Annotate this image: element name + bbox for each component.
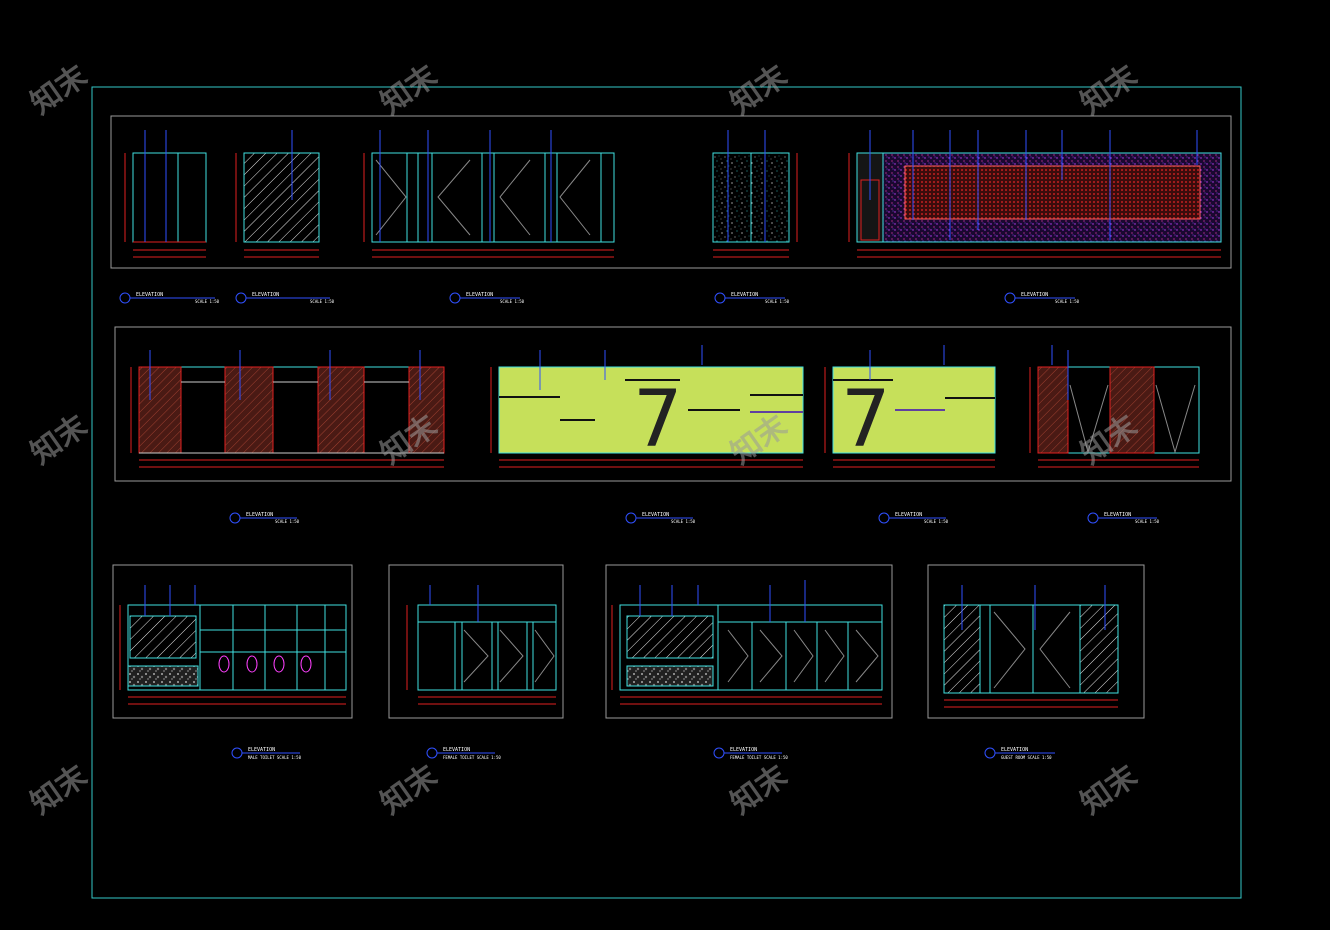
elevation-24 xyxy=(605,564,893,719)
row2-titles: ELEVATION SCALE 1:50 ELEVATION SCALE 1:5… xyxy=(229,512,1160,524)
elevation-16 xyxy=(712,130,798,258)
title-16: ELEVATION SCALE 1:50 xyxy=(714,292,790,304)
row1-panel xyxy=(110,115,1232,269)
title-13-sub: SCALE 1:50 xyxy=(195,299,220,304)
title-24-text: ELEVATION xyxy=(730,747,757,753)
title-24: ELEVATION FEMALE TOILET SCALE 1:50 xyxy=(713,747,788,760)
title-20-text: ELEVATION xyxy=(895,512,922,518)
elevation-25 xyxy=(927,564,1145,719)
title-18-text: ELEVATION xyxy=(246,512,273,518)
title-23: ELEVATION FEMALE TOILET SCALE 1:50 xyxy=(426,747,501,760)
title-15: ELEVATION SCALE 1:50 xyxy=(449,292,525,304)
elevation-18 xyxy=(130,350,445,468)
watermark: 知末 xyxy=(725,758,794,821)
watermark: 知末 xyxy=(25,758,94,821)
watermark: 知末 xyxy=(375,758,444,821)
elevation-17 xyxy=(848,130,1222,258)
sheet-border xyxy=(91,86,1242,899)
big-number-20: 7 xyxy=(841,375,891,465)
title-25: ELEVATION GUEST ROOM SCALE 1:50 xyxy=(984,747,1055,760)
elevation-14 xyxy=(235,130,320,258)
elevation-13 xyxy=(124,130,207,258)
title-20-sub: SCALE 1:50 xyxy=(924,519,949,524)
title-15-sub: SCALE 1:50 xyxy=(500,299,525,304)
row2-panel xyxy=(114,326,1232,482)
title-21-text: ELEVATION xyxy=(1104,512,1131,518)
title-18-sub: SCALE 1:50 xyxy=(275,519,300,524)
title-24-sub: FEMALE TOILET SCALE 1:50 xyxy=(730,755,788,760)
title-25-sub: GUEST ROOM SCALE 1:50 xyxy=(1001,755,1052,760)
title-17-text: ELEVATION xyxy=(1021,292,1048,298)
title-23-sub: FEMALE TOILET SCALE 1:50 xyxy=(443,755,501,760)
title-19-sub: SCALE 1:50 xyxy=(671,519,696,524)
title-13: ELEVATION SCALE 1:50 xyxy=(119,292,220,304)
title-15-text: ELEVATION xyxy=(466,292,493,298)
title-22-sub: MALE TOILET SCALE 1:50 xyxy=(248,755,302,760)
watermark: 知末 xyxy=(25,58,94,121)
row3-titles: ELEVATION MALE TOILET SCALE 1:50 ELEVATI… xyxy=(231,747,1055,760)
watermark: 知末 xyxy=(25,408,94,471)
title-19-text: ELEVATION xyxy=(642,512,669,518)
elevation-23 xyxy=(388,564,564,719)
row1-titles: ELEVATION SCALE 1:50 ELEVATION SCALE 1:5… xyxy=(119,292,1080,304)
title-21: ELEVATION SCALE 1:50 xyxy=(1087,512,1160,524)
watermark: 知末 xyxy=(1075,758,1144,821)
title-23-text: ELEVATION xyxy=(443,747,470,753)
title-16-sub: SCALE 1:50 xyxy=(765,299,790,304)
watermark: 知末 xyxy=(725,58,794,121)
watermark: 知末 xyxy=(375,58,444,121)
title-22-text: ELEVATION xyxy=(248,747,275,753)
title-14: ELEVATION SCALE 1:50 xyxy=(235,292,335,304)
watermark: 知末 xyxy=(1075,58,1144,121)
title-17: ELEVATION SCALE 1:50 xyxy=(1004,292,1080,304)
title-22: ELEVATION MALE TOILET SCALE 1:50 xyxy=(231,747,302,760)
title-19: ELEVATION SCALE 1:50 xyxy=(625,512,696,524)
title-17-sub: SCALE 1:50 xyxy=(1055,299,1080,304)
elevation-21 xyxy=(1029,345,1200,468)
elevation-19: 7 xyxy=(490,345,804,468)
big-number-19: 7 xyxy=(633,375,683,465)
elevation-22 xyxy=(112,564,353,719)
title-21-sub: SCALE 1:50 xyxy=(1135,519,1160,524)
title-16-text: ELEVATION xyxy=(731,292,758,298)
title-14-text: ELEVATION xyxy=(252,292,279,298)
title-14-sub: SCALE 1:50 xyxy=(310,299,335,304)
title-25-text: ELEVATION xyxy=(1001,747,1028,753)
elevation-20: 7 xyxy=(824,345,996,468)
elevation-15 xyxy=(363,130,615,258)
title-18: ELEVATION SCALE 1:50 xyxy=(229,512,300,524)
title-20: ELEVATION SCALE 1:50 xyxy=(878,512,949,524)
title-13-text: ELEVATION xyxy=(136,292,163,298)
